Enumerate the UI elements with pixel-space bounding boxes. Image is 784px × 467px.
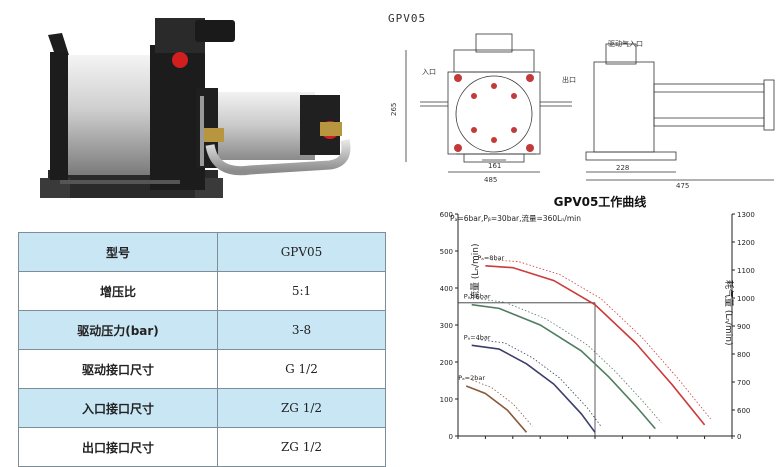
dim-height: 265: [390, 103, 398, 116]
series-line: [471, 303, 656, 430]
table-row: 驱动接口尺寸 G 1/2: [18, 349, 386, 389]
series-dotted-line: [491, 259, 711, 420]
y-tick-label: 0: [449, 433, 453, 441]
y2-tick-label: 0: [737, 433, 741, 441]
spec-label: 型号: [18, 232, 218, 272]
y2-tick-label: 1100: [737, 267, 755, 275]
y-tick-label: 600: [440, 211, 453, 219]
table-row: 驱动压力(bar) 3-8: [18, 310, 386, 350]
spec-value: 3-8: [217, 310, 386, 350]
plot-layer: 0 100 200 300 400 500 600 0 600 700 800 900 1000 1100…: [440, 211, 755, 441]
working-curve-chart: GPV05工作曲线 Pₐ=6bar,Pᵦ=30bar,流量=360Lₙ/min …: [410, 190, 784, 443]
table-row: 增压比 5:1: [18, 271, 386, 311]
spec-label: 驱动接口尺寸: [18, 349, 218, 389]
spec-label: 入口接口尺寸: [18, 388, 218, 428]
y-tick-label: 300: [440, 322, 453, 330]
y2-tick-label: 1200: [737, 239, 755, 247]
product-photo: [0, 0, 380, 215]
inlet-label: 入口: [422, 68, 436, 76]
series-label: Pₐ=2bar: [458, 374, 485, 382]
table-row: 出口接口尺寸 ZG 1/2: [18, 427, 386, 467]
spec-value: 5:1: [217, 271, 386, 311]
y2-tick-label: 900: [737, 323, 750, 331]
technical-drawing: 入口 出口 驱动气入口 265 485 161 228 475: [386, 22, 784, 192]
spec-value: GPV05: [217, 232, 386, 272]
y-tick-label: 100: [440, 396, 453, 404]
table-row: 入口接口尺寸 ZG 1/2: [18, 388, 386, 428]
y-tick-label: 200: [440, 359, 453, 367]
spec-value: ZG 1/2: [217, 427, 386, 467]
spec-table: 型号 GPV05 增压比 5:1 驱动压力(bar) 3-8 驱动接口尺寸 G …: [18, 232, 386, 467]
dim-side-b: 475: [676, 182, 689, 190]
chart-subtitle: Pₐ=6bar,Pᵦ=30bar,流量=360Lₙ/min: [450, 213, 581, 223]
series-line: [485, 265, 706, 426]
series-dotted-line: [477, 338, 602, 427]
dim-side-a: 228: [616, 164, 629, 172]
series-label: Pₐ=6bar: [464, 293, 491, 301]
series-dotted-line: [472, 379, 533, 427]
spec-label: 增压比: [18, 271, 218, 311]
booster-pump-illustration: [40, 18, 351, 198]
y-axis-label: 流量 (Lₙ/min): [469, 244, 481, 301]
spec-label: 出口接口尺寸: [18, 427, 218, 467]
outlet-label: 出口: [562, 75, 576, 84]
y2-tick-label: 600: [737, 407, 750, 415]
y-tick-label: 500: [440, 248, 453, 256]
dim-width: 485: [484, 176, 497, 184]
series-label: Pₐ=8bar: [477, 254, 504, 262]
y2-axis-label: 耗气量 (Lₙ/min): [723, 280, 735, 346]
y2-tick-label: 700: [737, 379, 750, 387]
y2-tick-label: 1300: [737, 211, 755, 219]
spec-value: G 1/2: [217, 349, 386, 389]
series-line: [471, 344, 596, 433]
table-row: 型号 GPV05: [18, 232, 386, 272]
series-label: Pₐ=4bar: [464, 333, 491, 341]
drawing-model-title: GPV05: [388, 12, 427, 25]
chart-title: GPV05工作曲线: [554, 194, 647, 209]
spec-value: ZG 1/2: [217, 388, 386, 428]
y2-tick-label: 1000: [737, 295, 755, 303]
dimension-drawing: 入口 出口 驱动气入口 265 485 161 228 475: [390, 33, 775, 190]
y-tick-label: 400: [440, 285, 453, 293]
dim-center: 161: [488, 162, 501, 170]
spec-label: 驱动压力(bar): [18, 310, 218, 350]
curve-svg: GPV05工作曲线 Pₐ=6bar,Pᵦ=30bar,流量=360Lₙ/min …: [440, 194, 755, 441]
drive-gas-inlet-label: 驱动气入口: [608, 39, 643, 48]
series-line: [465, 385, 528, 433]
y2-tick-label: 800: [737, 351, 750, 359]
